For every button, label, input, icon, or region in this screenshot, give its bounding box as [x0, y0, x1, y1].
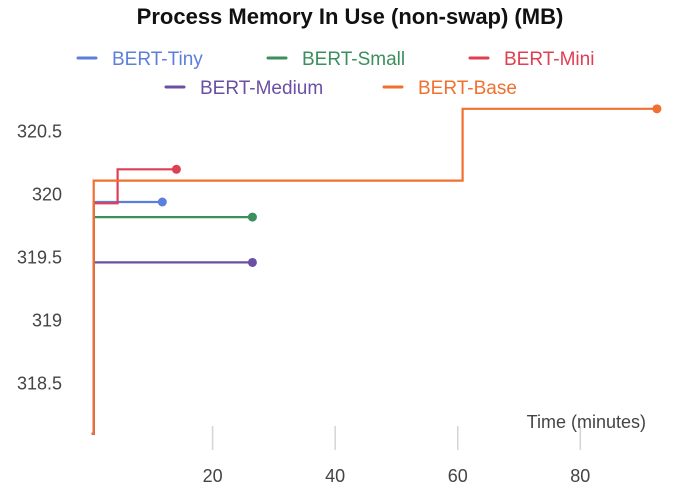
- series-line-4: [91, 107, 657, 435]
- y-tick-label: 318.5: [17, 373, 62, 393]
- x-axis-title: Time (minutes): [527, 412, 646, 432]
- x-axis: 20 40 60 80: [203, 426, 590, 486]
- series-endpoint-4: [652, 104, 662, 114]
- series-line-2: [91, 168, 177, 435]
- series-endpoint-2: [171, 164, 181, 174]
- series-line-1: [91, 216, 253, 435]
- y-tick-label: 319.5: [17, 247, 62, 267]
- plot-area: [91, 104, 662, 435]
- series-line-0: [91, 200, 163, 435]
- legend-label-2: BERT-Mini: [504, 49, 594, 70]
- legend-label-1: BERT-Small: [302, 49, 405, 70]
- chart-title: Process Memory In Use (non-swap) (MB): [137, 4, 564, 29]
- y-tick-label: 320.5: [17, 121, 62, 141]
- x-tick-label: 60: [448, 466, 468, 486]
- legend-label-4: BERT-Base: [418, 78, 517, 99]
- x-tick-label: 40: [325, 466, 345, 486]
- y-tick-label: 320: [32, 184, 62, 204]
- y-axis: 318.5 319 319.5 320 320.5: [17, 121, 62, 393]
- series-line-3: [91, 261, 253, 435]
- legend-label-0: BERT-Tiny: [112, 49, 203, 70]
- series-endpoint-0: [157, 197, 167, 207]
- y-tick-label: 319: [32, 310, 62, 330]
- series-endpoint-3: [247, 257, 257, 267]
- x-tick-label: 80: [570, 466, 590, 486]
- series-endpoint-1: [247, 212, 257, 222]
- x-tick-label: 20: [203, 466, 223, 486]
- legend-label-3: BERT-Medium: [200, 78, 323, 99]
